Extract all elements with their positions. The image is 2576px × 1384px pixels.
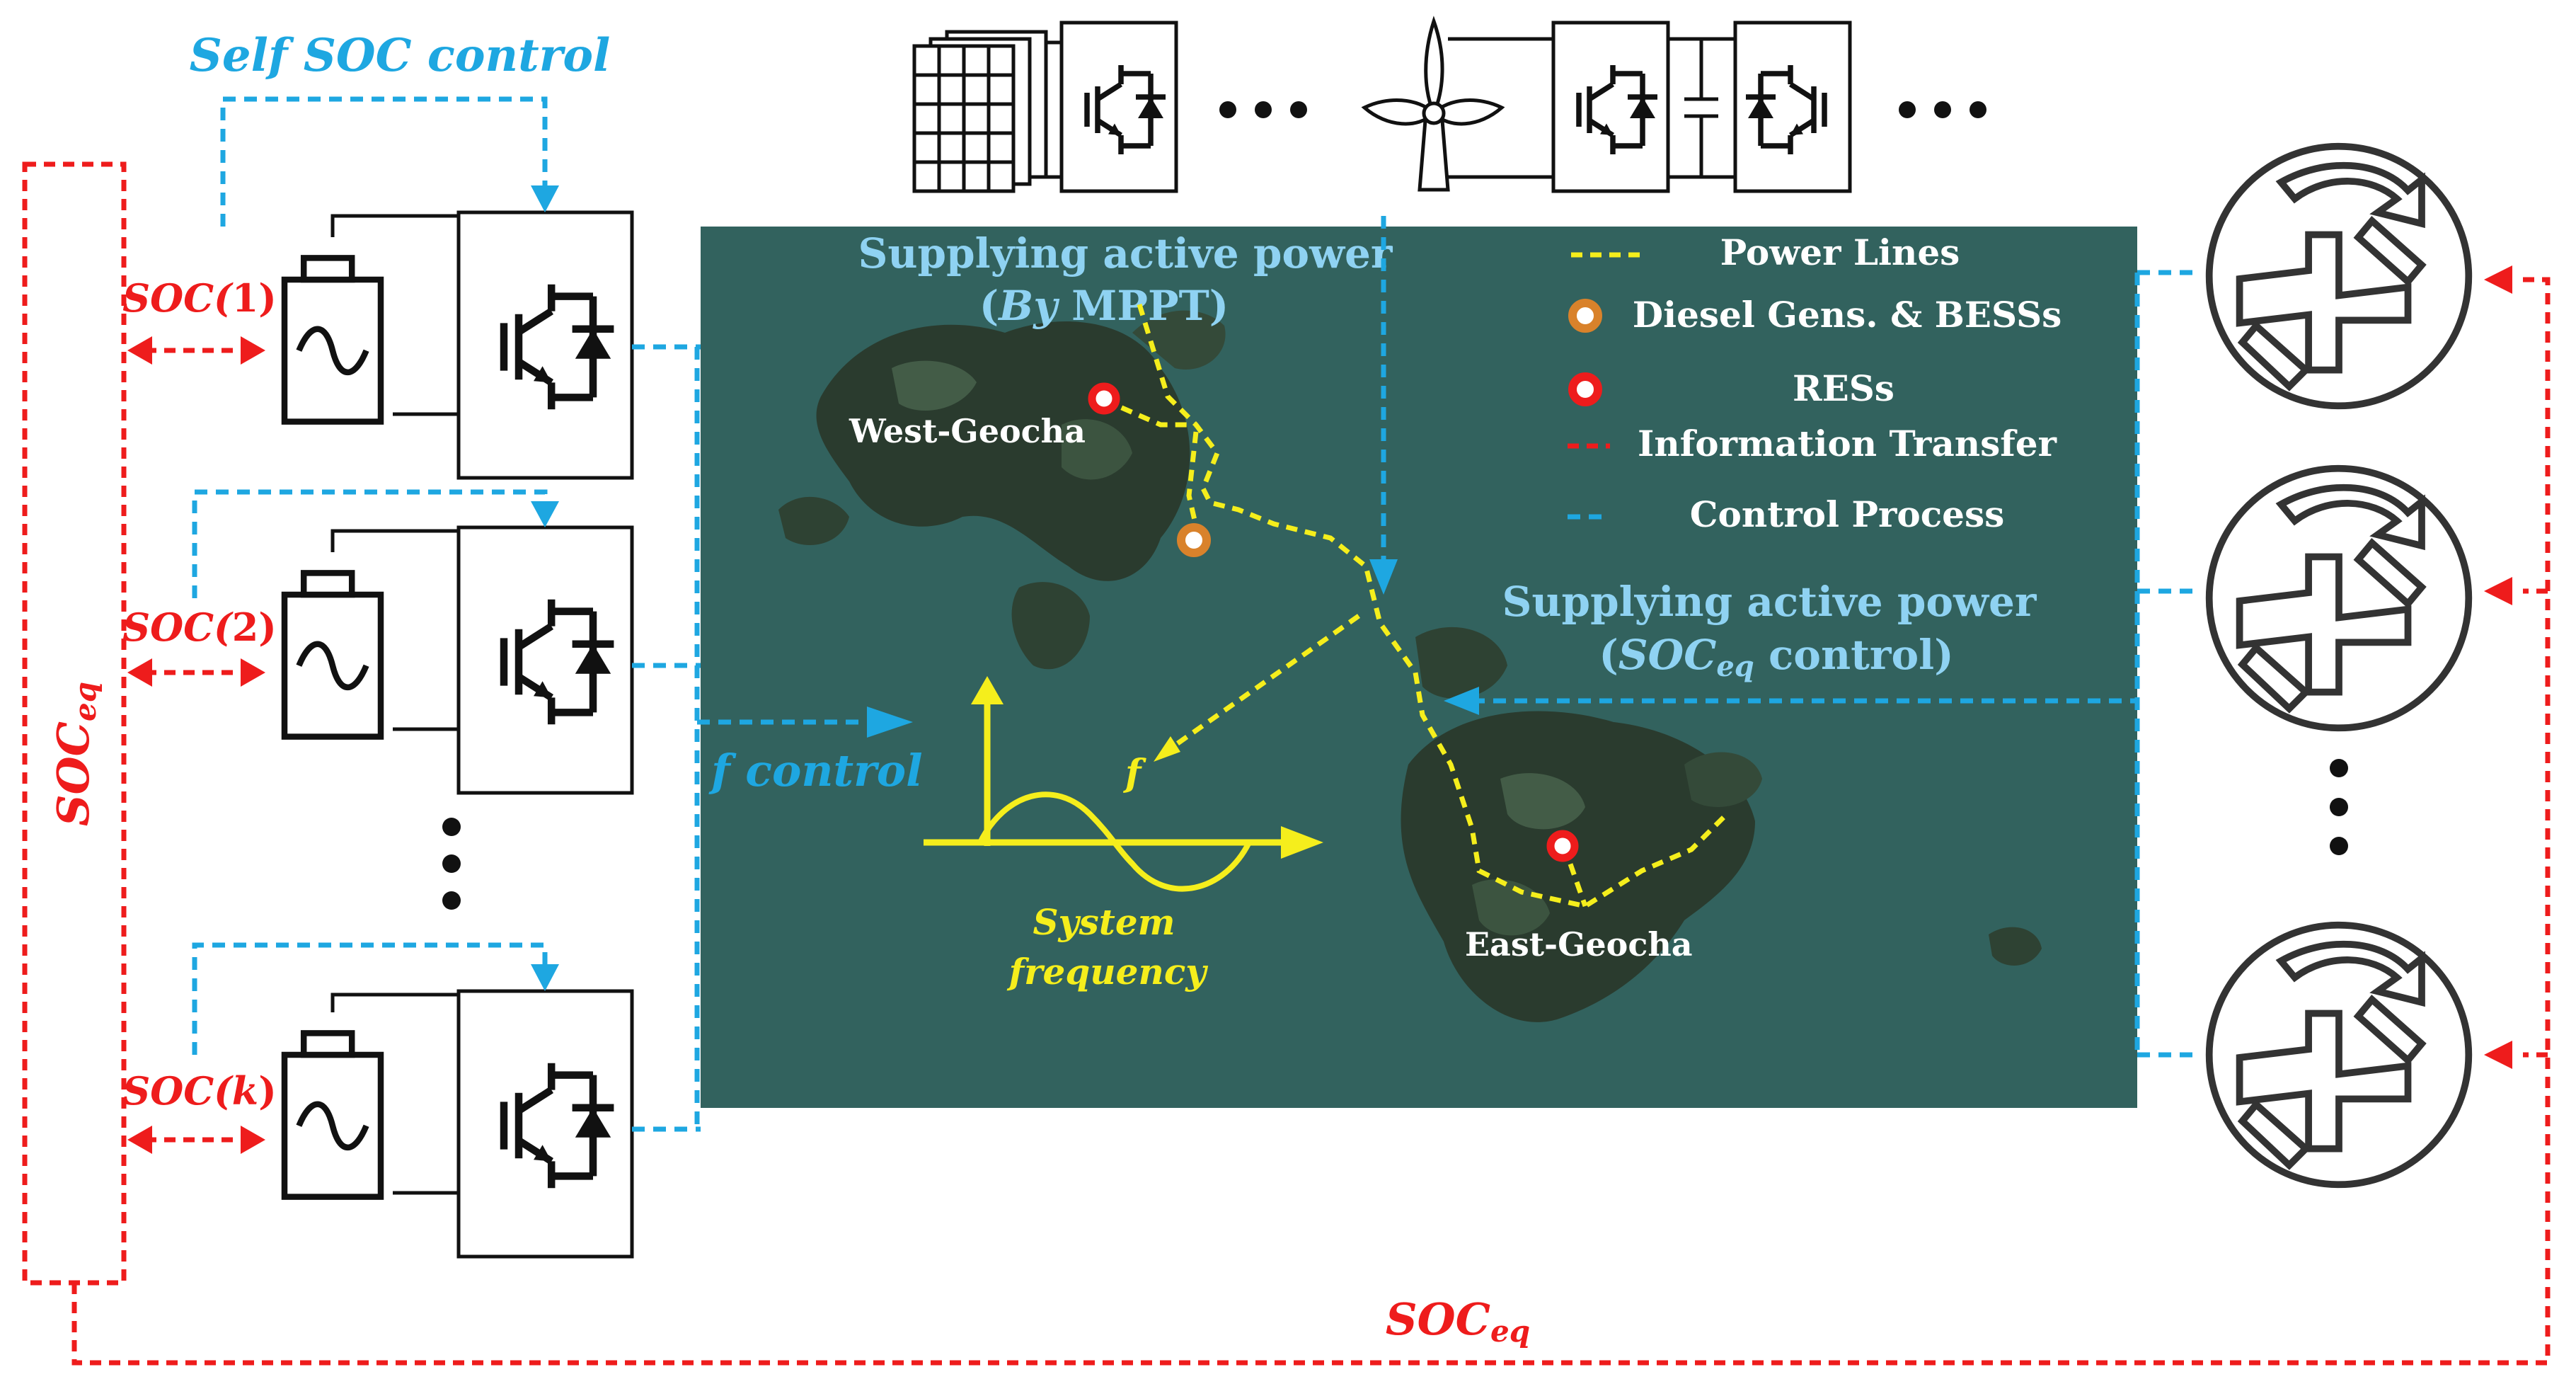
battery-icon — [284, 573, 381, 736]
generator-control-path — [1369, 216, 2201, 1058]
bess-unit-k — [284, 989, 634, 1259]
legend-ress: RESs — [1793, 367, 1894, 409]
legend-res-marker — [1568, 372, 1602, 406]
legend-control-process: Control Process — [1690, 493, 2005, 535]
diesel-bess-marker — [1177, 523, 1211, 557]
west-geocha-label: West-Geocha — [849, 412, 1086, 450]
pv-source — [912, 21, 1178, 193]
ellipsis-2 — [1899, 101, 1986, 118]
synchronous-generator-icon — [2209, 925, 2469, 1185]
soc-eq-bottom-label: SOCeq — [1386, 1293, 1530, 1349]
self-soc-control-loops — [192, 96, 559, 1055]
west-supply-subtitle: (By MPPT) — [979, 282, 1229, 330]
solar-panel-icon — [912, 30, 1048, 193]
frequency-caption-1: System — [1033, 901, 1175, 943]
east-island-landmass — [1401, 711, 1755, 1022]
east-geocha-label: East-Geocha — [1465, 925, 1693, 963]
west-supply-title: Supplying active power — [858, 229, 1393, 278]
legend-power-lines: Power Lines — [1720, 231, 1960, 273]
east-supply-subtitle: (SOCeq control) — [1599, 631, 1953, 683]
res-marker-east — [1546, 830, 1579, 862]
synchronous-generator-icon — [2209, 469, 2469, 728]
ellipsis-3 — [442, 818, 461, 910]
pv-inverter-box — [1059, 21, 1178, 193]
legend-diesel-bess: Diesel Gens. & BESSs — [1633, 294, 2062, 336]
self-soc-control-label: Self SOC control — [190, 29, 611, 82]
bess-inverter-box-2 — [456, 525, 634, 795]
bess-inverter-box-1 — [456, 210, 634, 480]
legend-info-transfer: Information Transfer — [1638, 423, 2057, 464]
wind-rectifier-box — [1551, 21, 1670, 193]
f-control-path — [632, 344, 913, 1132]
wind-turbine-icon — [1361, 16, 1505, 192]
wind-inverter-box — [1733, 21, 1852, 193]
soc-exchange-arrows — [127, 336, 265, 1154]
ellipsis-4 — [2330, 759, 2348, 855]
soc-eq-broadcast — [71, 265, 2551, 1366]
soc-k-label: SOC(k) — [122, 1068, 277, 1114]
soc-eq-vertical-label: SOCeq — [47, 682, 103, 826]
frequency-caption-2: frequency — [1007, 951, 1209, 993]
island-map — [701, 227, 2137, 1108]
east-supply-title: Supplying active power — [1502, 578, 2037, 626]
soc-2-label: SOC(2) — [122, 605, 277, 650]
ellipsis-1 — [1219, 101, 1307, 118]
bess-inverter-box-k — [456, 989, 634, 1259]
bess-unit-1 — [284, 210, 634, 480]
soc-1-label: SOC(1) — [122, 275, 277, 321]
frequency-waveform — [977, 791, 1252, 892]
f-control-label: f control — [708, 745, 923, 796]
system-frequency-plot: f System frequency — [924, 676, 1323, 993]
battery-icon — [284, 1033, 381, 1196]
synchronous-generator-icon — [2209, 147, 2469, 406]
bess-unit-2 — [284, 525, 634, 795]
wind-source — [1361, 16, 1852, 193]
battery-icon — [284, 258, 381, 421]
legend: Power Lines Diesel Gens. & BESSs RESs In… — [1568, 231, 2062, 535]
res-marker-west — [1088, 382, 1120, 415]
legend-diesel-marker — [1568, 299, 1602, 333]
